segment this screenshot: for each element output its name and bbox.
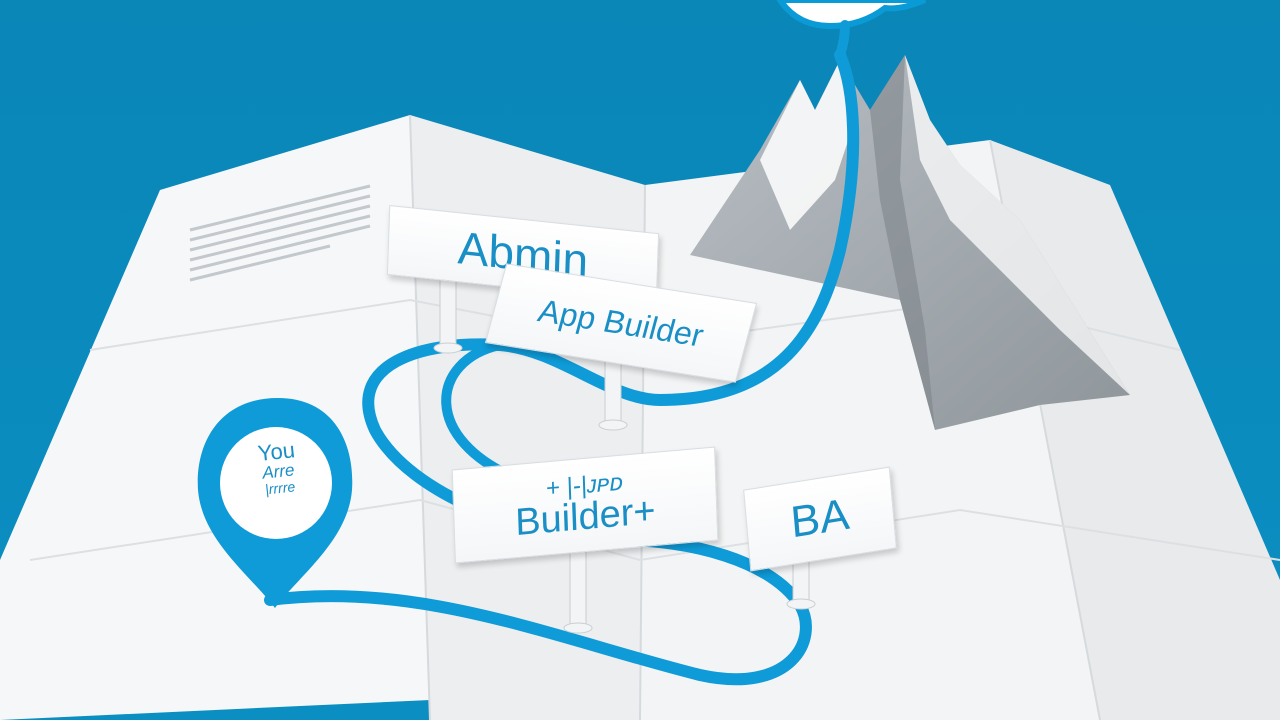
location-pin-icon [197, 398, 353, 608]
route-path [264, 20, 860, 686]
pin-label: You Arre |rrrre [229, 435, 326, 500]
folded-map [0, 114, 1280, 720]
sign-posts [433, 279, 816, 634]
map-text-block [189, 184, 371, 282]
mountain [690, 55, 1130, 430]
sign-app-builder-label: App Builder [534, 292, 708, 353]
sign-builder-bottom-label: Builder+ [514, 489, 657, 545]
sign-ba-label: BA [788, 489, 852, 548]
cloud-icon [776, 0, 927, 30]
